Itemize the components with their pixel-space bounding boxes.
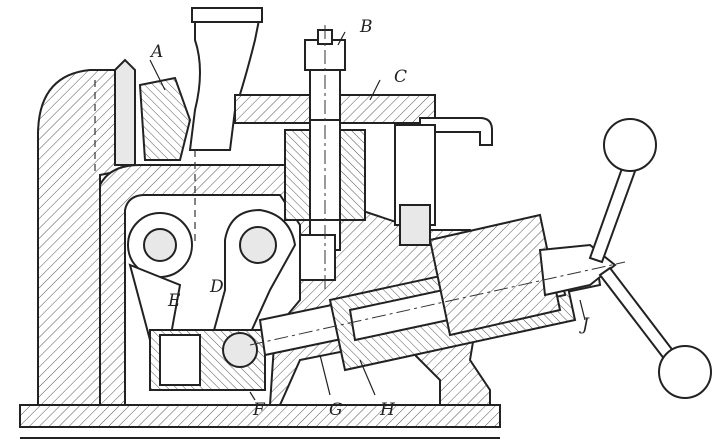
leader-f xyxy=(249,391,256,401)
leader-g xyxy=(319,354,331,396)
handle-arm-down xyxy=(598,266,676,362)
handle-knob-bottom xyxy=(658,345,712,399)
leader-j xyxy=(579,299,586,321)
shaft-e xyxy=(143,228,177,262)
label-b: B xyxy=(359,17,373,37)
plunger-tip xyxy=(399,204,431,246)
label-c: C xyxy=(394,67,407,87)
label-d: D xyxy=(209,277,224,297)
leader-c xyxy=(369,79,381,101)
label-h: H xyxy=(379,400,396,420)
handle-knob-top xyxy=(603,118,657,172)
label-g: G xyxy=(329,400,343,420)
label-f: F xyxy=(252,400,266,420)
handle-bracket xyxy=(419,117,493,146)
rod-b-foot xyxy=(299,234,336,281)
handle-j xyxy=(579,118,712,399)
screw-assembly xyxy=(249,213,626,372)
handle-arm-up xyxy=(588,158,640,264)
screw-housing xyxy=(428,213,562,337)
shaft-d xyxy=(239,226,277,264)
block-f-inner xyxy=(159,334,201,386)
leader-h xyxy=(359,359,376,396)
pin-f xyxy=(222,332,258,368)
leader-a xyxy=(149,59,166,91)
pipe-flange xyxy=(191,7,263,23)
part-a xyxy=(138,76,192,161)
pipe-elbow xyxy=(188,14,262,151)
leader-b xyxy=(337,31,346,46)
column-cap xyxy=(114,58,136,166)
label-e: E xyxy=(167,291,181,311)
centerline-screw xyxy=(249,261,626,346)
label-a: A xyxy=(149,42,163,62)
label-j: J xyxy=(579,315,590,335)
